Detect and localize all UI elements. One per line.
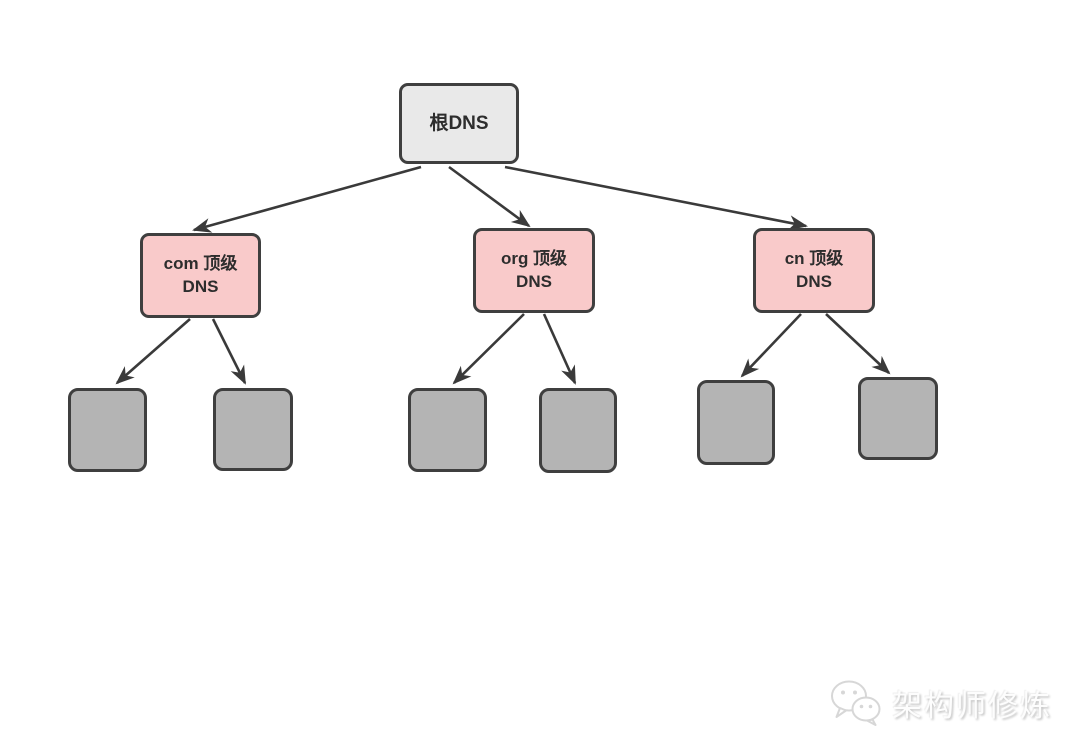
node-leaf-2 bbox=[213, 388, 293, 471]
node-leaf-3 bbox=[408, 388, 487, 472]
node-org-tld-dns: org 顶级 DNS bbox=[473, 228, 595, 313]
edge-com-leaf1 bbox=[115, 318, 191, 385]
node-com-tld-dns-label: com 顶级 DNS bbox=[163, 254, 238, 296]
node-leaf-5 bbox=[697, 380, 775, 465]
node-org-tld-dns-label: org 顶级 DNS bbox=[500, 249, 568, 291]
node-root-dns-label: 根DNS bbox=[429, 112, 489, 134]
node-cn-tld-dns-label: cn 顶级 DNS bbox=[784, 249, 844, 291]
node-leaf-4 bbox=[539, 388, 617, 473]
node-leaf-1 bbox=[68, 388, 147, 472]
edge-org-leaf3 bbox=[452, 313, 525, 385]
edge-cn-leaf5 bbox=[740, 313, 802, 378]
node-com-tld-dns: com 顶级 DNS bbox=[140, 233, 261, 318]
node-root-dns: 根DNS bbox=[399, 83, 519, 164]
node-leaf-6 bbox=[858, 377, 938, 460]
edge-cn-leaf6 bbox=[825, 313, 891, 375]
watermark-text: 架构师修炼 bbox=[892, 689, 1052, 723]
edge-org-leaf4 bbox=[542, 313, 577, 385]
node-cn-tld-dns: cn 顶级 DNS bbox=[753, 228, 875, 313]
edge-root-com bbox=[192, 165, 422, 233]
edge-com-leaf2 bbox=[211, 318, 247, 385]
watermark: 架构师修炼 bbox=[829, 679, 1052, 726]
edge-root-cn bbox=[504, 165, 808, 231]
wechat-icon bbox=[831, 680, 881, 726]
edge-root-org bbox=[448, 165, 531, 228]
